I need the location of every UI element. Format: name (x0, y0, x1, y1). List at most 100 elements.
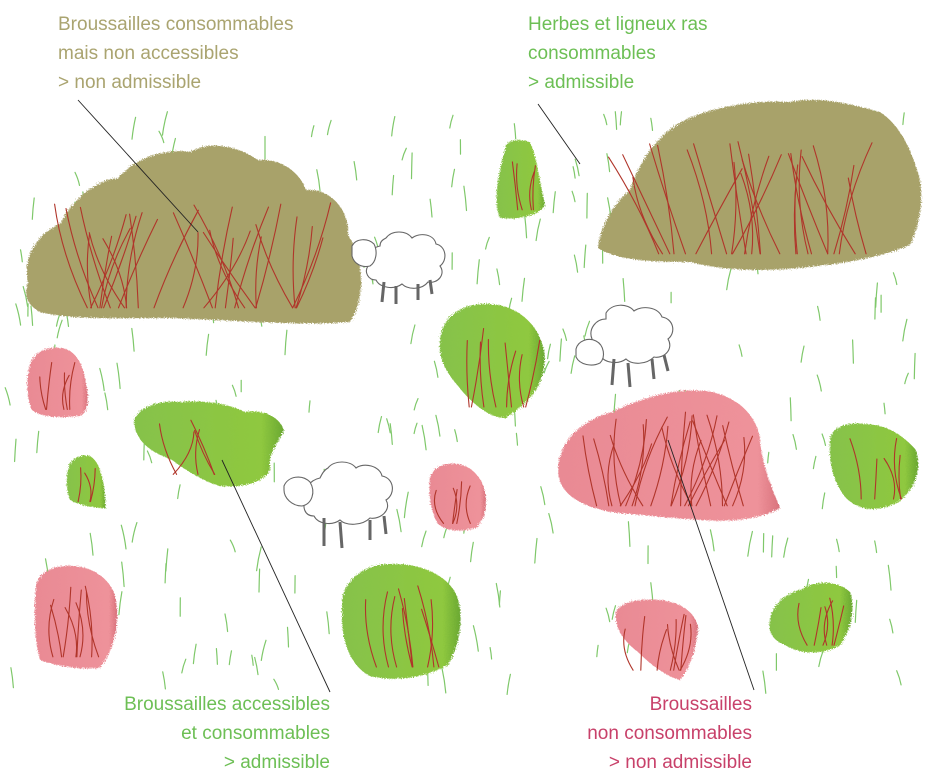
grass-blade (412, 153, 413, 179)
grass-blade (430, 199, 432, 217)
grass-blade (414, 423, 417, 433)
grass-blade (606, 608, 610, 621)
grass-blade (15, 439, 16, 461)
grass-blade (651, 118, 653, 130)
grass-blade (574, 255, 577, 272)
grass-blade (309, 401, 310, 412)
sheep-leg (430, 280, 432, 294)
sheep-leg (652, 359, 654, 379)
label-top-left: Broussailles consommables mais non acces… (58, 10, 294, 97)
grass-blade (784, 538, 788, 557)
grass-blade (390, 424, 392, 445)
grass-blade (16, 304, 21, 325)
grass-blade (163, 672, 166, 689)
grass-blade (623, 279, 625, 302)
grass-blade (822, 493, 824, 509)
grass-blade (105, 393, 108, 410)
grass-blade (903, 319, 907, 341)
grass-blade (317, 170, 320, 191)
grass-blade (890, 619, 893, 633)
grass-blade (549, 514, 553, 533)
green-bush-right-bottom (770, 583, 853, 653)
label-line: et consommables (124, 719, 330, 748)
grass-blade (548, 344, 551, 359)
grass-blade (100, 369, 104, 391)
grass-blade (597, 645, 598, 656)
grass-blade (817, 375, 821, 391)
grass-blade (328, 120, 332, 134)
grass-blade (274, 679, 279, 689)
grass-blade (232, 385, 236, 396)
grass-blade (536, 219, 540, 240)
grass-blade (914, 354, 915, 379)
grass-blade (229, 651, 231, 665)
grass-blade (739, 345, 742, 356)
label-line: > admissible (124, 748, 330, 774)
grass-blade (455, 430, 458, 442)
grass-blade (436, 415, 440, 436)
grass-blade (522, 278, 525, 301)
grass-blade (628, 522, 630, 547)
sheep-leg (612, 359, 614, 385)
grass-blade (414, 399, 418, 410)
green-bush-small (67, 456, 106, 508)
label-top-right: Herbes et ligneux ras consommables > adm… (528, 10, 708, 97)
grass-blade (473, 626, 478, 652)
grass-blade (257, 547, 262, 571)
grass-blade (553, 192, 555, 213)
label-line: > admissible (528, 68, 708, 97)
grass-blade (471, 542, 474, 561)
grass-blade (422, 425, 426, 449)
sheep-leg (382, 282, 384, 302)
grass-blade (225, 614, 228, 632)
grass-blade (285, 330, 287, 355)
sheep-leg (664, 355, 668, 371)
grass-blade (397, 510, 401, 532)
grass-blade (434, 361, 438, 377)
label-line: Broussailles (587, 690, 752, 719)
grass-blade (178, 485, 180, 499)
grass-blade (404, 492, 408, 517)
label-line: > non admissible (58, 68, 294, 97)
sheep-bottom (284, 462, 392, 548)
grass-blade (905, 373, 909, 383)
sheep-head (284, 477, 313, 506)
grass-blade (216, 649, 217, 665)
grass-blade (507, 674, 510, 694)
grass-blade (75, 172, 80, 185)
grass-blade (119, 592, 122, 615)
grass-blade (813, 456, 816, 468)
grass-blade (819, 650, 824, 666)
grass-blade (402, 148, 406, 160)
sheep-body (304, 462, 392, 524)
grass-blade (477, 260, 479, 284)
grass-blade (541, 487, 545, 505)
green-bush-right (830, 424, 918, 510)
grass-blade (312, 126, 314, 137)
grass-blade (442, 668, 446, 693)
grass-blade (855, 600, 856, 622)
grass-blade (464, 186, 467, 210)
grass-blade (486, 237, 490, 249)
grass-blade (822, 434, 825, 445)
olive-bush-left (26, 146, 361, 324)
grass-blade (288, 627, 289, 647)
grass-blade (560, 339, 562, 361)
grass-blade (516, 433, 517, 445)
grass-blade (620, 112, 621, 125)
grass-blade (514, 124, 515, 139)
grass-blade (57, 320, 62, 338)
grass-blade (452, 169, 455, 187)
grass-blade (11, 668, 14, 688)
grass-blade (790, 398, 791, 421)
grass-blade (544, 361, 549, 373)
grass-blade (897, 671, 901, 685)
grass-blade (535, 539, 537, 564)
grass-blade (612, 606, 615, 620)
grass-blade (497, 269, 500, 285)
green-bush-left (134, 401, 284, 486)
label-bottom-right: Broussailles non consommables > non admi… (587, 690, 752, 774)
grass-blade (893, 273, 896, 285)
grass-blade (122, 562, 124, 586)
